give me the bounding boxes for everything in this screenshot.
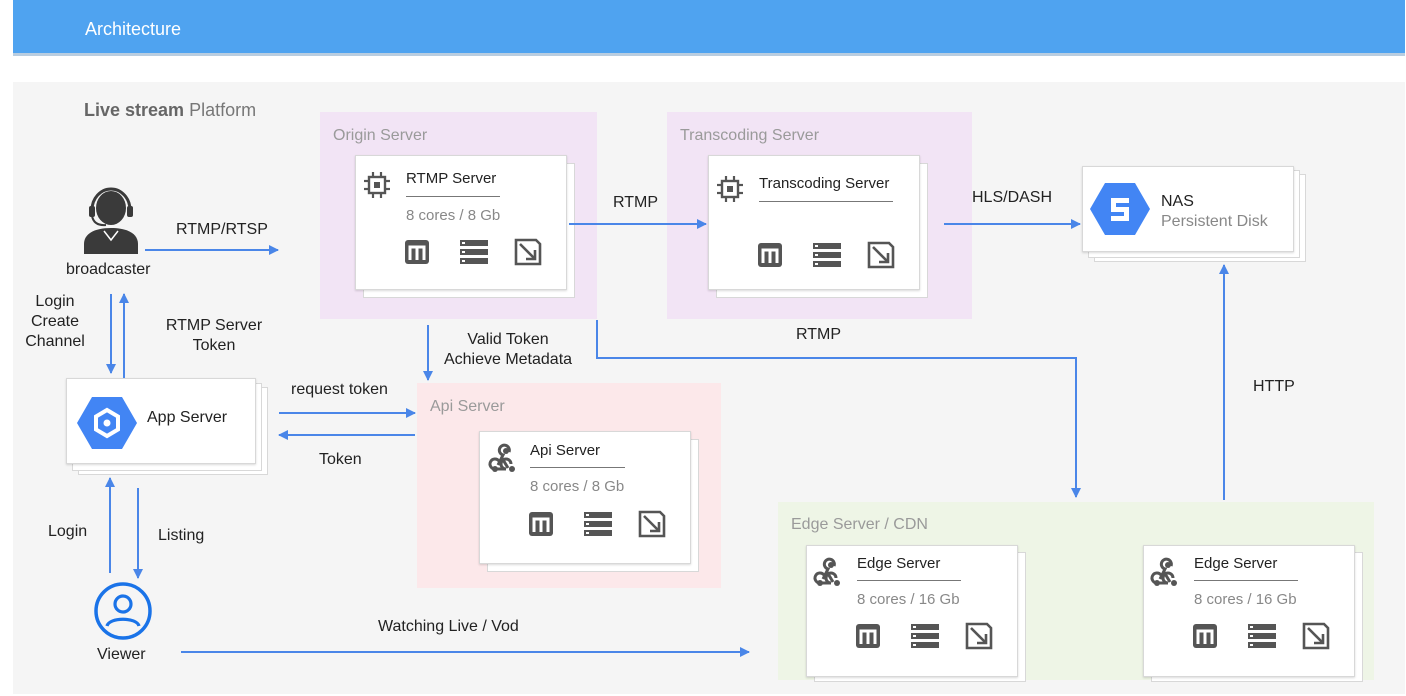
storage-icon [911, 624, 939, 648]
memory-icon [1193, 624, 1217, 648]
label-rtmp-origin-transcoding: RTMP [613, 194, 659, 211]
transcoding-zone-label: Transcoding Server [680, 127, 820, 144]
label-rtmp-transcoding: RTMP [796, 326, 842, 343]
header-bar: Architecture [13, 0, 1405, 56]
label-login-create-channel: Login Create Channel [25, 293, 85, 350]
label-request-token: request token [291, 381, 388, 398]
card-divider [857, 580, 961, 581]
page-title: Architecture [85, 19, 182, 39]
chip-icon [717, 176, 743, 202]
viewer-label: Viewer [97, 646, 146, 663]
hex-cloud-icon [77, 397, 137, 449]
api-server-spec: 8 cores / 8 Gb [530, 478, 625, 495]
edge-server-spec: 8 cores / 16 Gb [1194, 591, 1297, 608]
nas-card[interactable]: NAS Persistent Disk [1082, 166, 1294, 252]
edge-server-card-2[interactable]: Edge Server 8 cores / 16 Gb [1143, 545, 1355, 677]
label-rtmp-rtsp: RTMP/RTSP [176, 221, 268, 238]
user-circle-icon [94, 582, 152, 640]
storage-icon [460, 240, 488, 264]
operator-icon [84, 187, 138, 254]
transcoding-server-title: Transcoding Server [759, 175, 890, 192]
label-token: Token [319, 451, 362, 468]
app-server-card[interactable]: App Server [66, 378, 256, 464]
api-server-title: Api Server [530, 442, 601, 459]
label-rtmp-server-token: RTMP Server Token [165, 317, 263, 354]
disk-icon [867, 241, 895, 269]
memory-icon [405, 240, 429, 264]
label-hls-dash: HLS/DASH [972, 189, 1053, 206]
card-divider [1194, 580, 1298, 581]
storage-icon [1248, 624, 1276, 648]
api-server-card[interactable]: Api Server 8 cores / 8 Gb [479, 431, 691, 564]
edge-server-card-1[interactable]: Edge Server 8 cores / 16 Gb [806, 545, 1018, 677]
label-watching: Watching Live / Vod [378, 618, 519, 635]
disk-icon [638, 510, 666, 538]
disk-icon [514, 238, 542, 266]
memory-icon [758, 243, 782, 267]
chip-icon [364, 172, 390, 198]
arrow-origin-to-edge [596, 320, 1081, 498]
app-server-title: App Server [147, 409, 228, 426]
platform-title: Live stream Platform [84, 100, 257, 120]
edge-zone-label: Edge Server / CDN [791, 516, 928, 533]
storage-icon [813, 243, 841, 267]
disk-icon [1302, 622, 1330, 650]
label-login: Login [48, 523, 88, 540]
card-divider [406, 196, 500, 197]
nas-title: NAS [1161, 193, 1194, 210]
label-http: HTTP [1253, 378, 1295, 395]
webhook-icon [813, 557, 840, 586]
edge-server-title: Edge Server [1194, 555, 1278, 572]
broadcaster-label: broadcaster [66, 261, 151, 278]
memory-icon [856, 624, 880, 648]
api-zone-label: Api Server [430, 398, 505, 415]
rtmp-server-card[interactable]: RTMP Server 8 cores / 8 Gb [355, 155, 567, 290]
webhook-icon [488, 443, 515, 472]
nas-subtitle: Persistent Disk [1161, 213, 1268, 230]
origin-zone-label: Origin Server [333, 127, 428, 144]
rtmp-server-spec: 8 cores / 8 Gb [406, 207, 501, 224]
disk-icon [965, 622, 993, 650]
memory-icon [529, 512, 553, 536]
edge-server-spec: 8 cores / 16 Gb [857, 591, 960, 608]
card-divider [530, 467, 625, 468]
edge-server-title: Edge Server [857, 555, 941, 572]
label-listing: Listing [158, 527, 205, 544]
webhook-icon [1150, 557, 1177, 586]
label-valid-token: Valid Token Achieve Metadata [443, 331, 573, 368]
rtmp-server-title: RTMP Server [406, 170, 497, 187]
transcoding-server-card[interactable]: Transcoding Server [708, 155, 920, 290]
card-divider [759, 201, 893, 202]
hex-cloud-icon [1090, 183, 1150, 235]
storage-icon [584, 512, 612, 536]
